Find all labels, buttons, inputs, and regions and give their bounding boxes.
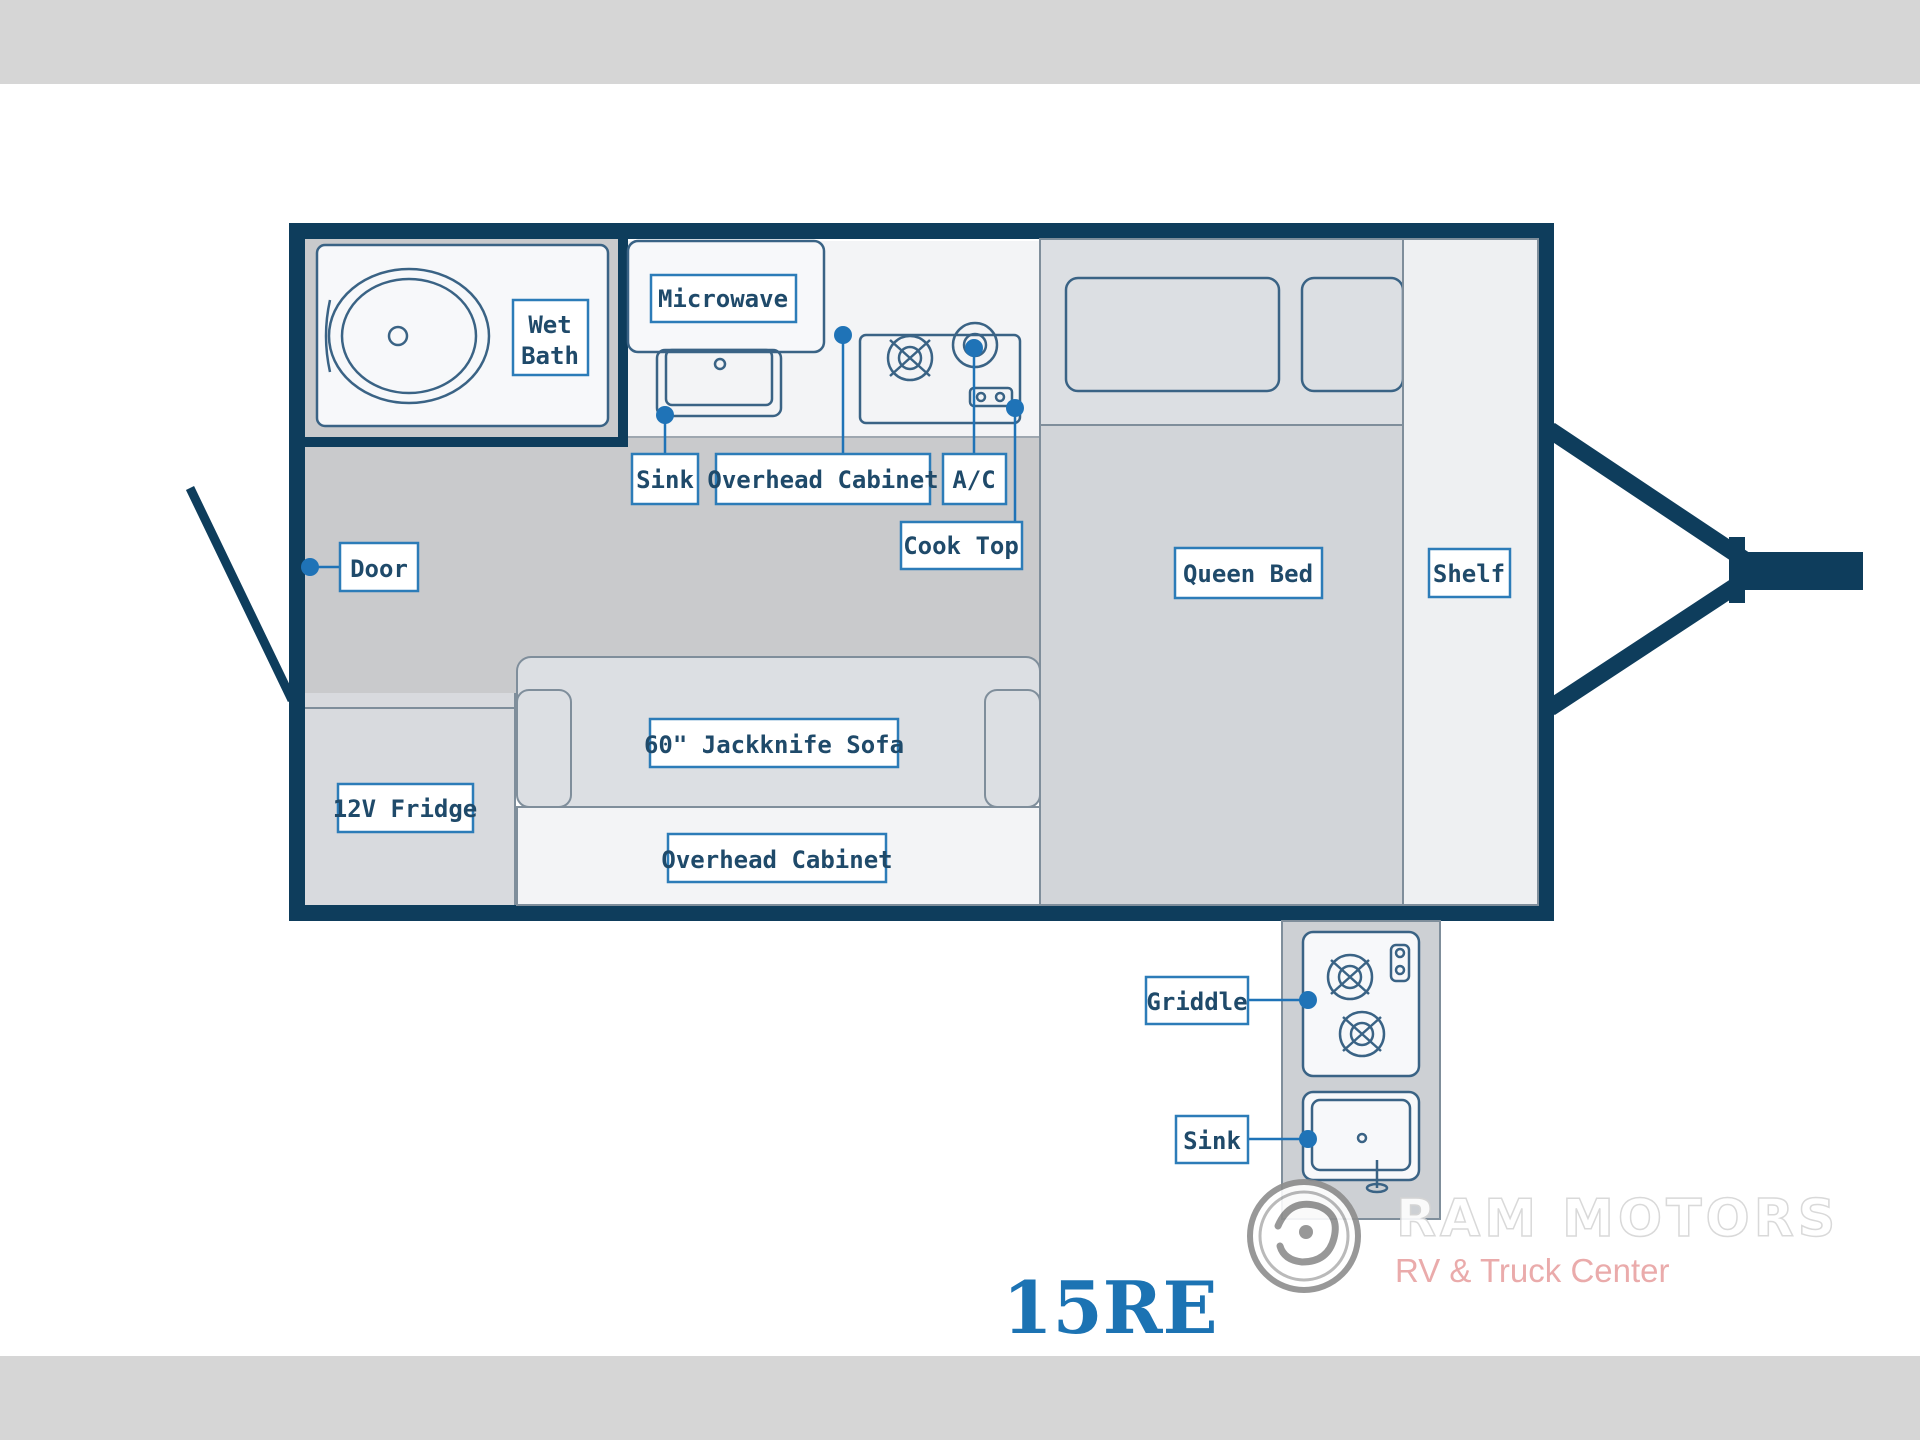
door-swing-line xyxy=(185,486,297,702)
label-sink-exterior: Sink xyxy=(1174,1114,1250,1165)
label-sink-interior: Sink xyxy=(630,452,700,506)
label-jackknife-sofa: 60" Jackknife Sofa xyxy=(644,717,904,769)
label-griddle: Griddle xyxy=(1144,975,1250,1026)
label-fridge-text: 12V Fridge xyxy=(333,795,478,823)
label-sink-interior-text: Sink xyxy=(636,466,694,494)
exterior-galley xyxy=(1281,920,1441,1220)
label-shelf-text: Shelf xyxy=(1433,560,1505,588)
label-overhead-cabinet-bottom: Overhead Cabinet xyxy=(661,832,893,884)
watermark-subtitle: RV & Truck Center xyxy=(1395,1252,1670,1289)
ram-logo-icon xyxy=(1247,1179,1361,1293)
label-cook-top: Cook Top xyxy=(899,520,1024,571)
label-door-text: Door xyxy=(350,555,408,583)
label-jackknife-sofa-text: 60" Jackknife Sofa xyxy=(644,731,904,759)
label-queen-bed-text: Queen Bed xyxy=(1183,560,1313,588)
label-queen-bed: Queen Bed xyxy=(1173,546,1324,600)
label-microwave: Microwave xyxy=(649,273,798,324)
bottom-gray-band xyxy=(0,1356,1920,1440)
label-microwave-text: Microwave xyxy=(658,285,788,313)
interior-sink-basin xyxy=(655,348,783,418)
label-overhead-cabinet-top: Overhead Cabinet xyxy=(707,452,939,506)
label-shelf: Shelf xyxy=(1427,547,1512,599)
label-sink-exterior-text: Sink xyxy=(1183,1127,1241,1155)
label-cook-top-text: Cook Top xyxy=(903,532,1019,560)
trailer-hitch xyxy=(1545,422,1863,716)
label-fridge: 12V Fridge xyxy=(333,782,478,834)
label-overhead-cabinet-top-text: Overhead Cabinet xyxy=(707,466,938,494)
top-gray-band xyxy=(0,0,1920,84)
watermark: RAM MOTORS RV & Truck Center xyxy=(1247,1179,1839,1293)
watermark-brand: RAM MOTORS xyxy=(1396,1189,1839,1249)
leader-lines xyxy=(301,326,1317,1148)
label-door: Door xyxy=(338,541,420,593)
queen-bed-area xyxy=(1039,238,1405,906)
label-wet-bath-line2: Bath xyxy=(521,342,579,370)
label-wet-bath: Wet Bath xyxy=(511,298,590,377)
label-overhead-cabinet-bottom-text: Overhead Cabinet xyxy=(661,846,892,874)
model-name: 15RE xyxy=(1003,1265,1218,1350)
wet-bath-area xyxy=(305,239,628,447)
label-ac: A/C xyxy=(941,452,1008,506)
label-ac-text: A/C xyxy=(952,466,995,494)
label-wet-bath-line1: Wet xyxy=(528,311,571,339)
label-griddle-text: Griddle xyxy=(1146,988,1247,1016)
